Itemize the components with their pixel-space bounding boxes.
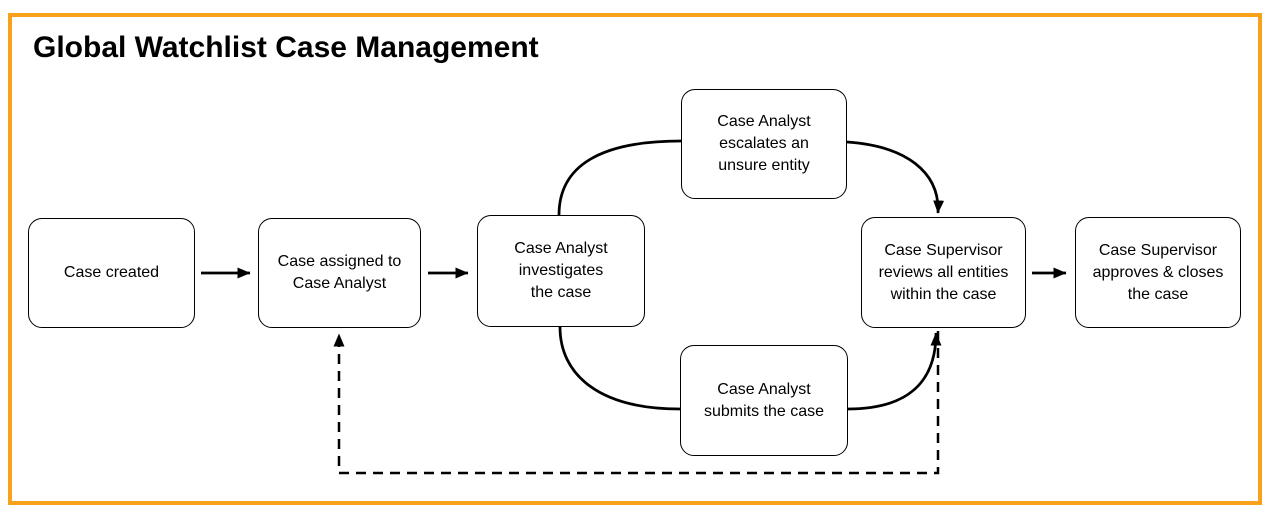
node-case-created: Case created [28,218,195,328]
edge-investigates-to-escalates [557,139,682,216]
node-supervisor-reviews: Case Supervisor reviews all entities wit… [861,217,1026,328]
node-label: Case Supervisor reviews all entities wit… [878,241,1009,303]
edge-investigates-to-submits [558,326,681,411]
node-label: Case created [63,264,160,281]
edge-reviews-back-to-assigned-dashed [333,331,940,475]
edge-submits-to-reviews [847,332,942,411]
edge-escalates-to-reviews [846,140,945,214]
node-label: Case Analyst escalates an unsure entity [717,113,811,174]
node-label: Case Supervisor approves & closes the ca… [1092,241,1224,303]
node-analyst-investigates: Case Analyst investigates the case [477,215,645,327]
node-supervisor-approves: Case Supervisor approves & closes the ca… [1075,217,1241,328]
node-label: Case assigned to Case Analyst [277,253,402,292]
node-case-assigned: Case assigned to Case Analyst [258,218,421,328]
diagram-title: Global Watchlist Case Management [33,31,539,64]
node-analyst-escalates: Case Analyst escalates an unsure entity [681,89,847,199]
node-label: Case Analyst submits the case [703,380,825,420]
node-label: Case Analyst investigates the case [514,240,608,301]
node-analyst-submits: Case Analyst submits the case [680,345,848,456]
